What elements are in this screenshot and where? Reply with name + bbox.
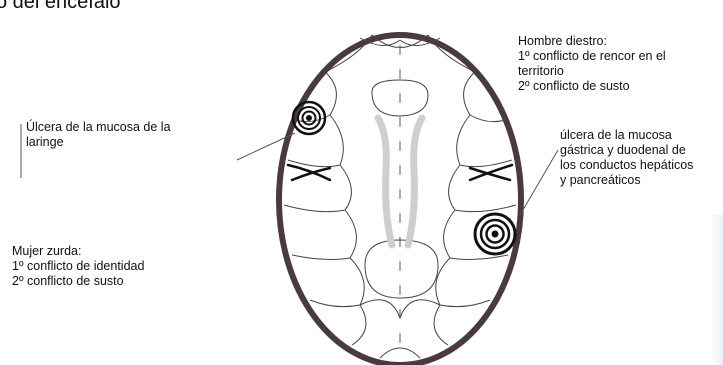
- label-ulcera-gastrica: úlcera de la mucosa gástrica y duodenal …: [560, 128, 693, 188]
- label-hombre-diestro: Hombre diestro: 1º conflicto de rencor e…: [518, 34, 666, 94]
- label-mujer-zurda: Mujer zurda: 1º conflicto de identidad 2…: [12, 244, 144, 289]
- target-rings-left: [293, 102, 325, 134]
- ventricles: [378, 118, 422, 245]
- label-laringe: Úlcera de la mucosa de la laringe: [26, 120, 171, 150]
- target-rings-right: [475, 214, 515, 254]
- edge-shade: [710, 215, 723, 365]
